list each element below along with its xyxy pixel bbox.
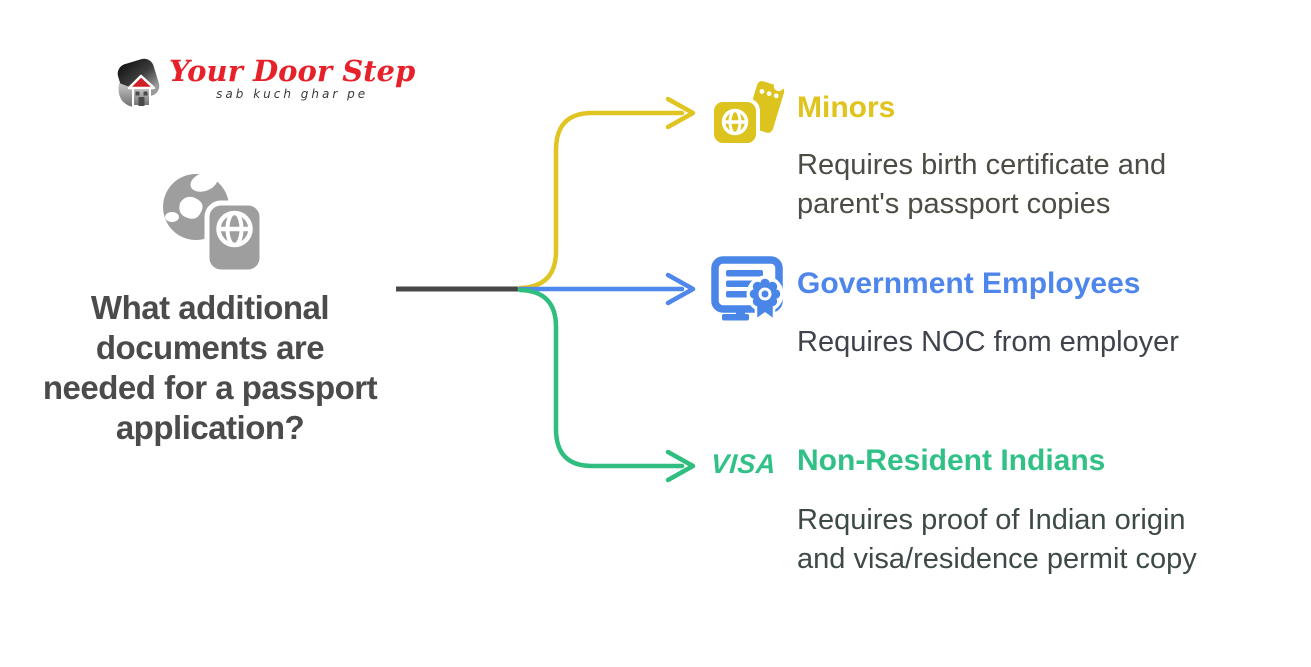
branch-line-nri xyxy=(517,287,685,469)
question-text: What additional documents are needed for… xyxy=(42,289,378,446)
branch-description-minors: Requires birth certificate and parent's … xyxy=(797,149,1167,220)
logo: Your Door Step sab kuch ghar pe xyxy=(110,56,415,112)
branch-description-government: Requires NOC from employer xyxy=(797,326,1179,358)
logo-text: Your Door Step sab kuch ghar pe xyxy=(169,56,415,101)
certificate-monitor-icon xyxy=(711,256,784,323)
brand-name: Your Door Step xyxy=(169,54,416,88)
arrowhead-government xyxy=(665,272,696,306)
visa-text-icon: VISA xyxy=(709,449,778,479)
branch-title-nri: Non-Resident Indians xyxy=(797,444,1106,477)
branch-line-minors xyxy=(517,110,685,291)
arrowhead-nri xyxy=(665,449,696,483)
globe-passport-icon xyxy=(163,172,265,275)
arrowhead-minors xyxy=(665,96,696,130)
branch-title-minors: Minors xyxy=(797,91,896,124)
passport-tickets-icon xyxy=(710,81,785,147)
house-logo-icon xyxy=(117,58,160,107)
branch-title-government: Government Employees xyxy=(797,267,1141,300)
branch-description-nri: Requires proof of Indian origin and visa… xyxy=(797,504,1197,575)
brand-tagline: sab kuch ghar pe xyxy=(216,87,369,101)
